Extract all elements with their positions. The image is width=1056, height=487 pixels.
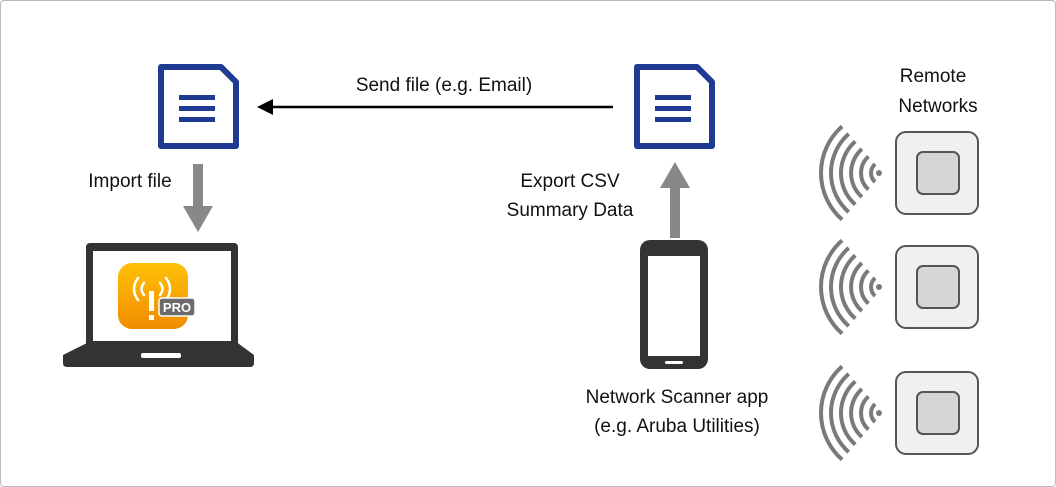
pro-badge-text: PRO — [163, 300, 191, 315]
wifi-signal-icon — [819, 238, 882, 336]
send-file-arrow — [257, 99, 613, 115]
wifi-signal-icon — [819, 364, 882, 462]
export-csv-arrow — [660, 162, 690, 238]
access-point-icon — [895, 245, 979, 329]
network-scanner-label: Network Scanner app — [586, 387, 769, 408]
remote-label: Remote — [900, 66, 967, 87]
networks-label: Networks — [898, 96, 977, 117]
scanner-example-label: (e.g. Aruba Utilities) — [594, 416, 760, 437]
wifi-signal-icon — [819, 124, 882, 222]
remote-networks-group — [819, 124, 979, 462]
wifi-explorer-pro-icon: PRO — [118, 263, 196, 329]
access-point-icon — [895, 131, 979, 215]
import-file-label: Import file — [88, 171, 171, 192]
import-file-arrow — [183, 164, 213, 232]
export-csv-label: Export CSV — [520, 171, 620, 192]
right-document-icon — [634, 64, 715, 149]
send-file-label: Send file (e.g. Email) — [356, 75, 532, 96]
summary-data-label: Summary Data — [507, 200, 634, 221]
left-document-icon — [158, 64, 239, 149]
access-point-icon — [895, 371, 979, 455]
smartphone-icon — [640, 240, 708, 369]
